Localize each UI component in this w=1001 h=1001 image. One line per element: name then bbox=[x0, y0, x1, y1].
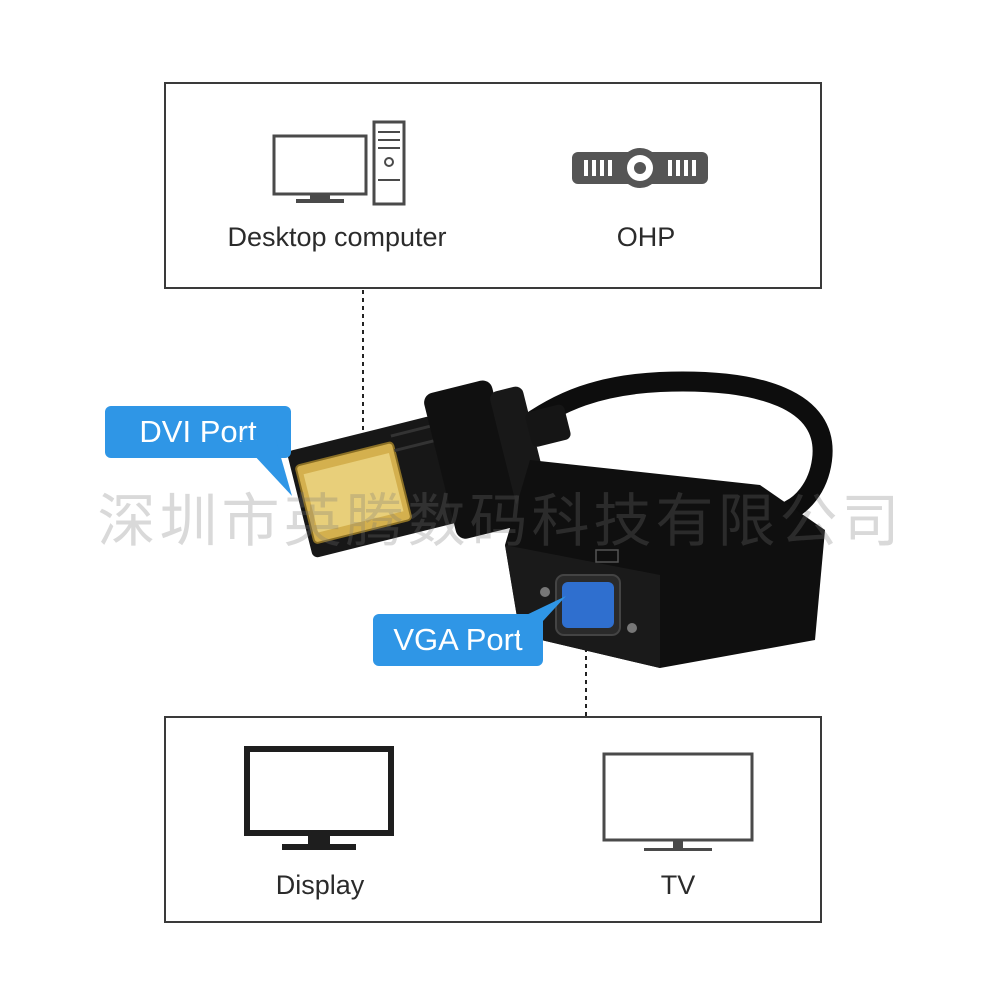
tv-icon bbox=[602, 752, 754, 851]
source-devices-panel bbox=[164, 82, 822, 289]
company-watermark: 深圳市英腾数码科技有限公司 bbox=[97, 487, 904, 555]
adapter-cable bbox=[510, 371, 833, 520]
desktop-computer-label: Desktop computer bbox=[227, 222, 447, 252]
tv-label: TV bbox=[660, 870, 696, 900]
display-label: Display bbox=[275, 870, 365, 900]
projector-icon bbox=[572, 148, 708, 188]
ohp-label: OHP bbox=[616, 222, 676, 252]
desktop-computer-icon bbox=[272, 120, 406, 206]
vga-adapter-box bbox=[505, 460, 825, 668]
dvi-callout-pointer-icon bbox=[240, 440, 292, 496]
vga-port-callout: VGA Port bbox=[373, 614, 543, 666]
vga-callout-pointer-icon bbox=[520, 596, 566, 646]
display-monitor-icon bbox=[244, 746, 394, 850]
